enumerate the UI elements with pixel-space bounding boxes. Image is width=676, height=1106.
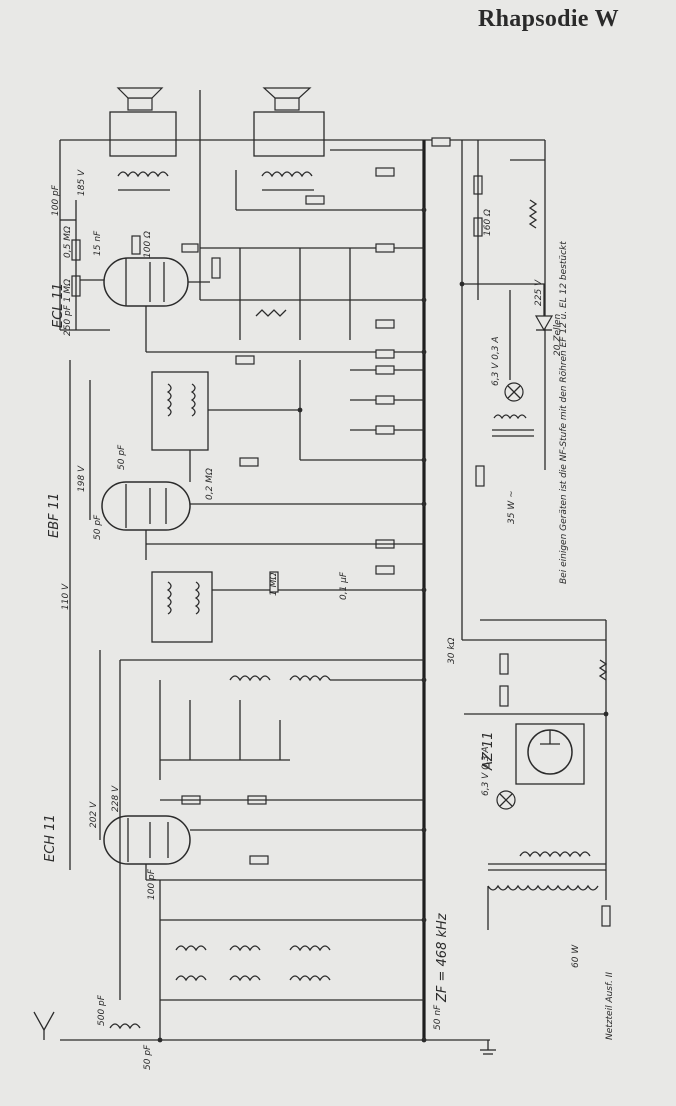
- voltage-185v: 185 V: [77, 169, 87, 196]
- ecl11-tube: [103, 257, 189, 307]
- label-ecl-r1: 0,5 MΩ: [63, 226, 73, 258]
- voltage-110v: 110 V: [61, 583, 71, 610]
- label-r-1m: 1 MΩ: [269, 573, 279, 596]
- antenna-symbol: [33, 1011, 55, 1032]
- label-antenna-cap: 500 pF: [97, 994, 107, 1026]
- label-ech-cap: 100 pF: [147, 868, 157, 900]
- tube-label-az11: AZ 11: [481, 732, 496, 771]
- voltage-198v: 198 V: [77, 465, 87, 492]
- antenna-coil: [109, 1023, 141, 1030]
- ecl-resistor-3: [211, 257, 221, 279]
- tube-label-ecl11: ECL 11: [51, 283, 66, 328]
- label-ebf-cap2: 50 pF: [93, 514, 103, 540]
- label-zener: 20 Zellen: [553, 313, 563, 356]
- label-ecl-grid: 100 pF: [51, 184, 61, 216]
- osc-coil-2: [289, 675, 331, 682]
- speaker-2: [253, 87, 325, 157]
- tube-label-ebf11: EBF 11: [47, 493, 62, 538]
- speaker-1: [109, 87, 177, 157]
- label-r-30k: 30 kΩ: [447, 637, 457, 664]
- label-c-01: 0,1 μF: [339, 571, 349, 600]
- svg-text:Bei einigen Geräten ist die NF: Bei einigen Geräten ist die NF-Stufe mit…: [559, 241, 569, 584]
- psu-transformer-1: [493, 414, 527, 420]
- label-lamp-1: 6,3 V 0,3 A: [491, 336, 501, 386]
- tone-potentiometer[interactable]: [255, 309, 287, 317]
- variant-note: Bei einigen Geräten ist die NF-Stufe mit…: [559, 241, 569, 584]
- tube-label-ech11: ECH 11: [43, 814, 58, 862]
- label-ebf-cap: 50 pF: [117, 444, 127, 470]
- label-r-160: 160 Ω: [483, 209, 493, 236]
- mains-transformer-pri: [487, 884, 599, 891]
- label-power-35w: 35 W ~: [507, 490, 517, 524]
- if-transformer-1: [151, 571, 213, 643]
- label-antenna-cap2: 50 pF: [143, 1044, 153, 1070]
- ebf11-tube: [101, 481, 191, 531]
- label-ecl-cap: 15 nF: [93, 230, 103, 256]
- zener-diode: [534, 315, 554, 332]
- label-lamp-2: 6,3 V 0,3 A: [481, 746, 491, 796]
- label-power-60w: 60 W: [571, 944, 581, 968]
- schematic-title: Rhapsodie W: [478, 6, 619, 32]
- label-if-frequency: ZF = 468 kHz: [435, 912, 450, 1003]
- out-transformer-1: [117, 171, 169, 178]
- mains-transformer-sec: [519, 851, 591, 858]
- ecl-cathode-resistor: [131, 235, 141, 255]
- rf-coil-3: [289, 975, 331, 982]
- rf-coil-2: [229, 975, 261, 982]
- label-ecl-cathode: 100 Ω: [143, 231, 153, 258]
- psu-resistor: [528, 199, 538, 229]
- label-netzteil: Netzteil Ausf. II: [605, 972, 615, 1040]
- ech11-tube: [103, 815, 191, 865]
- if-transformer-2: [151, 371, 209, 451]
- label-ebf-r: 0,2 MΩ: [205, 468, 215, 500]
- voltage-228v: 228 V: [111, 785, 121, 812]
- out-transformer-2: [261, 171, 313, 178]
- osc-coil-1: [229, 675, 271, 682]
- voltage-225v: 225 V: [534, 279, 544, 306]
- ecl-resistor-4: [181, 243, 199, 253]
- label-bus-cap: 50 nF: [433, 1004, 443, 1030]
- label-ecl-r2: 250 pF 1 MΩ: [63, 279, 73, 336]
- rf-coil-1: [175, 975, 207, 982]
- junction-dots: [157, 207, 609, 1043]
- voltage-202v: 202 V: [89, 801, 99, 828]
